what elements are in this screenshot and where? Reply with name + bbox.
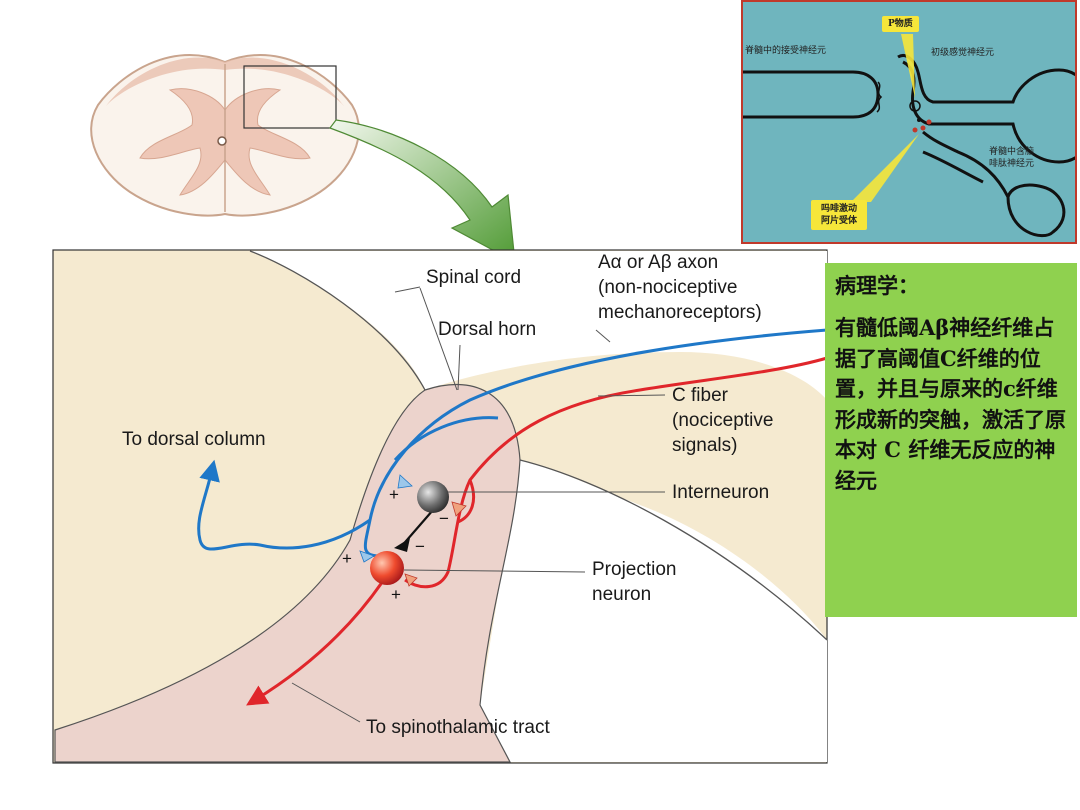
ab-fiber <box>363 328 828 558</box>
spinothalamic-axon <box>246 577 387 706</box>
synapse-ab-projection <box>359 550 375 563</box>
label-spinothalamic: To spinothalamic tract <box>366 717 550 738</box>
label-spinal-cord: Spinal cord <box>426 267 522 288</box>
label-dorsal-column: To dorsal column <box>122 429 266 450</box>
ab-fiber-to-dorsal-column <box>197 459 371 551</box>
sign-plus-c-projection: + <box>391 585 401 604</box>
label-projection-1: Projection <box>592 559 677 580</box>
pathology-box: 病理学： 有髓低阈Aβ神经纤维占据了高阈值C纤维的位置，并且与原来的c纤维形成新… <box>825 263 1077 617</box>
label-c-fiber-3: signals) <box>672 435 738 456</box>
central-canal <box>217 136 227 146</box>
label-ab-axon-2: (non-nociceptive <box>598 277 738 298</box>
callout-opioid: 吗啡激动 阿片受体 <box>811 200 868 230</box>
white-region-upper <box>250 251 827 400</box>
pathology-title: 病理学： <box>835 273 919 298</box>
spinal-cord-cross-section <box>90 54 360 217</box>
inset-label-enkephalin-1: 脊髓中含脑 <box>989 147 1035 157</box>
sign-minus-c-interneuron: − <box>439 509 449 528</box>
c-fiber-branch <box>457 479 475 524</box>
inset-label-receptor: 脊髓中的接受神经元 <box>745 46 827 56</box>
c-fiber <box>404 356 828 589</box>
label-ab-axon-3: mechanoreceptors) <box>598 302 762 323</box>
inset-neurons <box>743 34 1075 238</box>
inset-label-primary: 初级感觉神经元 <box>931 48 995 58</box>
label-interneuron: Interneuron <box>672 482 770 503</box>
synapse-c-projection <box>404 573 418 587</box>
zoom-box <box>243 65 337 129</box>
interneuron-cell <box>417 481 449 513</box>
inhibitory-terminal <box>394 538 410 552</box>
callout-opioid-line1: 吗啡激动 <box>821 204 858 214</box>
opioid-inset: P物质 脊髓中的接受神经元 初级感觉神经元 脊髓中含脑 啡肽神经元 吗啡激动 阿… <box>741 0 1077 244</box>
projection-neuron-cell <box>370 551 404 585</box>
label-c-fiber-2: (nociceptive <box>672 410 774 431</box>
pathology-text: 有髓低阈Aβ神经纤维占据了高阈值C纤维的位置，并且与原来的c纤维形成新的突触，激… <box>835 315 1066 493</box>
inset-label-enkephalin-2: 啡肽神经元 <box>989 159 1035 169</box>
label-dorsal-horn: Dorsal horn <box>438 319 537 340</box>
synapse-ab-interneuron <box>397 474 413 489</box>
sign-plus-ab-projection: + <box>342 549 352 568</box>
dorsal-horn-diagram <box>52 249 828 764</box>
zoom-arrow <box>329 119 516 264</box>
label-projection-2: neuron <box>592 584 652 605</box>
ab-fiber-branch <box>393 416 499 461</box>
label-ab-axon-1: Aα or Aβ axon <box>598 252 719 273</box>
synapse-c-interneuron <box>451 501 467 517</box>
label-c-fiber-1: C fiber <box>672 385 728 406</box>
callout-opioid-line2: 阿片受体 <box>821 216 858 226</box>
white-region-lower <box>480 460 827 762</box>
callout-p-substance: P物质 <box>882 16 919 32</box>
sign-minus-inhibitory: − <box>415 537 425 556</box>
sign-plus-ab-interneuron: + <box>389 485 399 504</box>
